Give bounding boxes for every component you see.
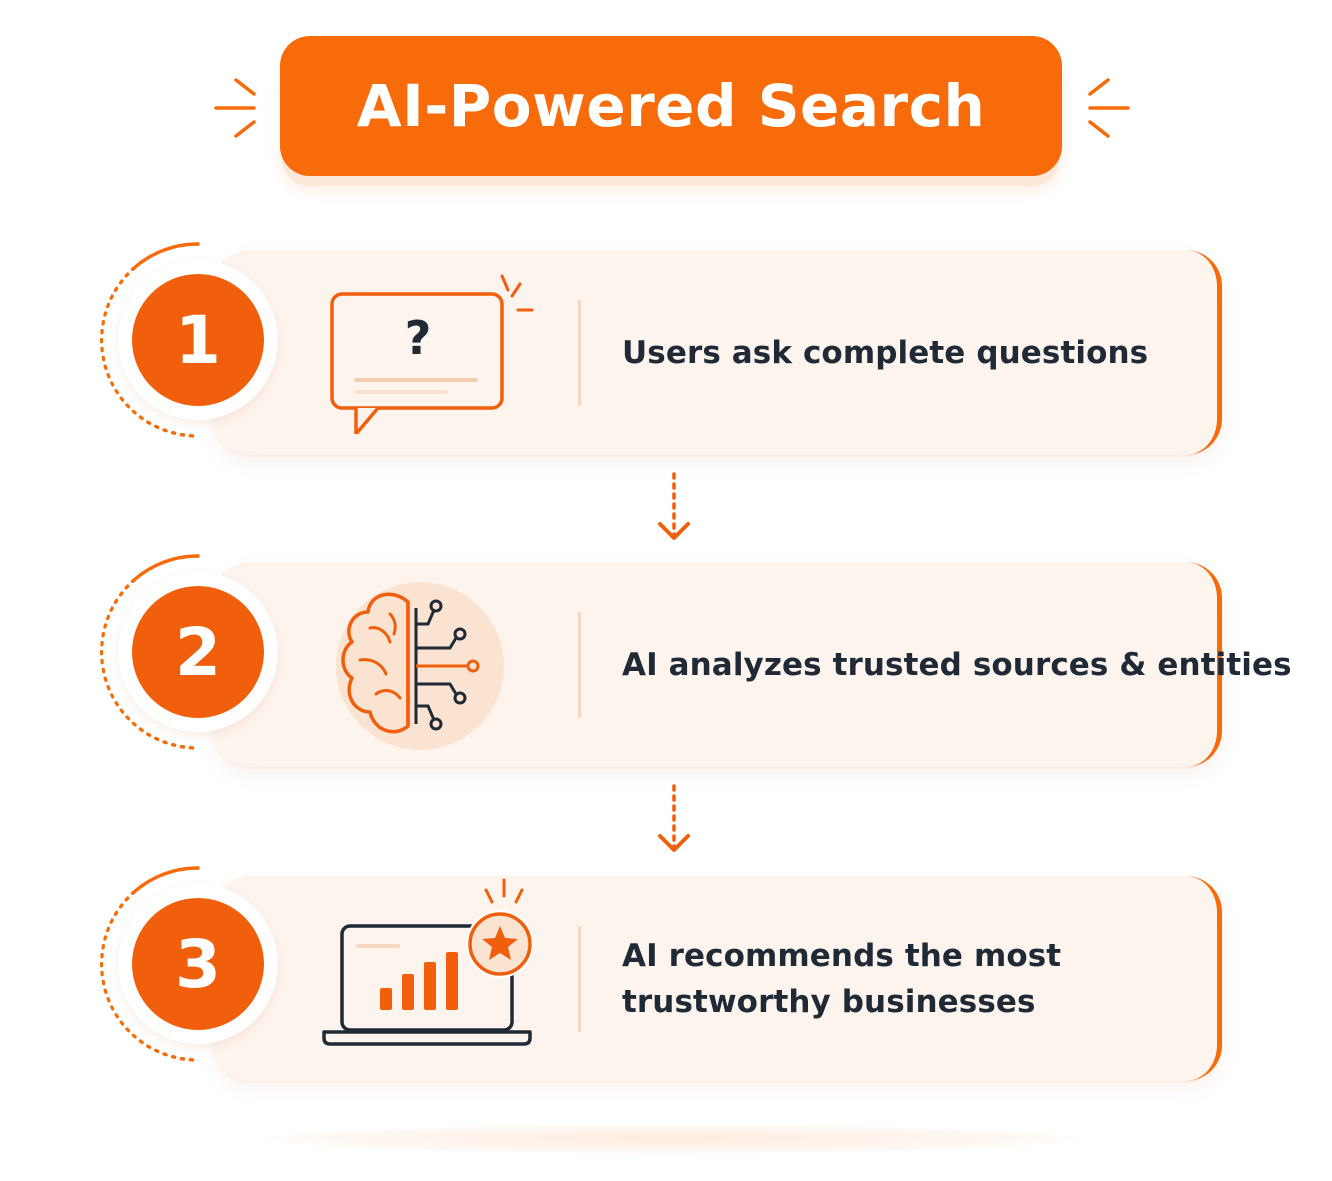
laptop-chart-star-icon: [322, 878, 534, 1046]
ai-brain-circuit-icon: [336, 582, 504, 750]
left-burst-icon: [214, 78, 256, 138]
step-badge-1: 1: [98, 240, 298, 440]
dotted-ring-icon: [100, 866, 200, 1062]
down-arrow-icon: [658, 472, 690, 540]
step-line: Users ask complete questions: [622, 334, 1149, 371]
card-accent-border: [1162, 250, 1222, 455]
step-card-2: AI analyzes trusted sources & entities: [214, 562, 1292, 767]
svg-text:?: ?: [405, 311, 432, 365]
card-divider: [578, 300, 581, 406]
step-number: 1: [132, 274, 264, 406]
card-accent-border: [1162, 562, 1222, 767]
card-divider: [578, 612, 581, 718]
step-line: AI recommends the most: [622, 937, 1062, 974]
step-text-1: Users ask complete questions: [622, 250, 1148, 455]
dotted-ring-icon: [100, 554, 200, 750]
step-line: trustworthy businesses: [622, 983, 1036, 1020]
page-title: AI-Powered Search: [356, 72, 986, 140]
step-card-1: ? Users ask complete questions: [214, 250, 1222, 455]
step-text-2: AI analyzes trusted sources & entities: [622, 562, 1292, 767]
title-banner: AI-Powered Search: [280, 36, 1062, 176]
floor-shadow: [262, 1124, 1082, 1154]
step-number: 3: [132, 898, 264, 1030]
step-line: AI analyzes trusted sources & entities: [622, 646, 1292, 683]
step-badge-2: 2: [98, 552, 298, 752]
step-text-3: AI recommends the most trustworthy busin…: [622, 876, 1061, 1081]
step-card-3: AI recommends the most trustworthy busin…: [214, 876, 1222, 1081]
chat-question-icon: ?: [330, 274, 534, 434]
card-divider: [578, 926, 581, 1032]
dotted-ring-icon: [100, 242, 200, 438]
down-arrow-icon: [658, 784, 690, 852]
card-accent-border: [1162, 876, 1222, 1081]
step-badge-3: 3: [98, 864, 298, 1064]
step-number: 2: [132, 586, 264, 718]
right-burst-icon: [1088, 78, 1130, 138]
